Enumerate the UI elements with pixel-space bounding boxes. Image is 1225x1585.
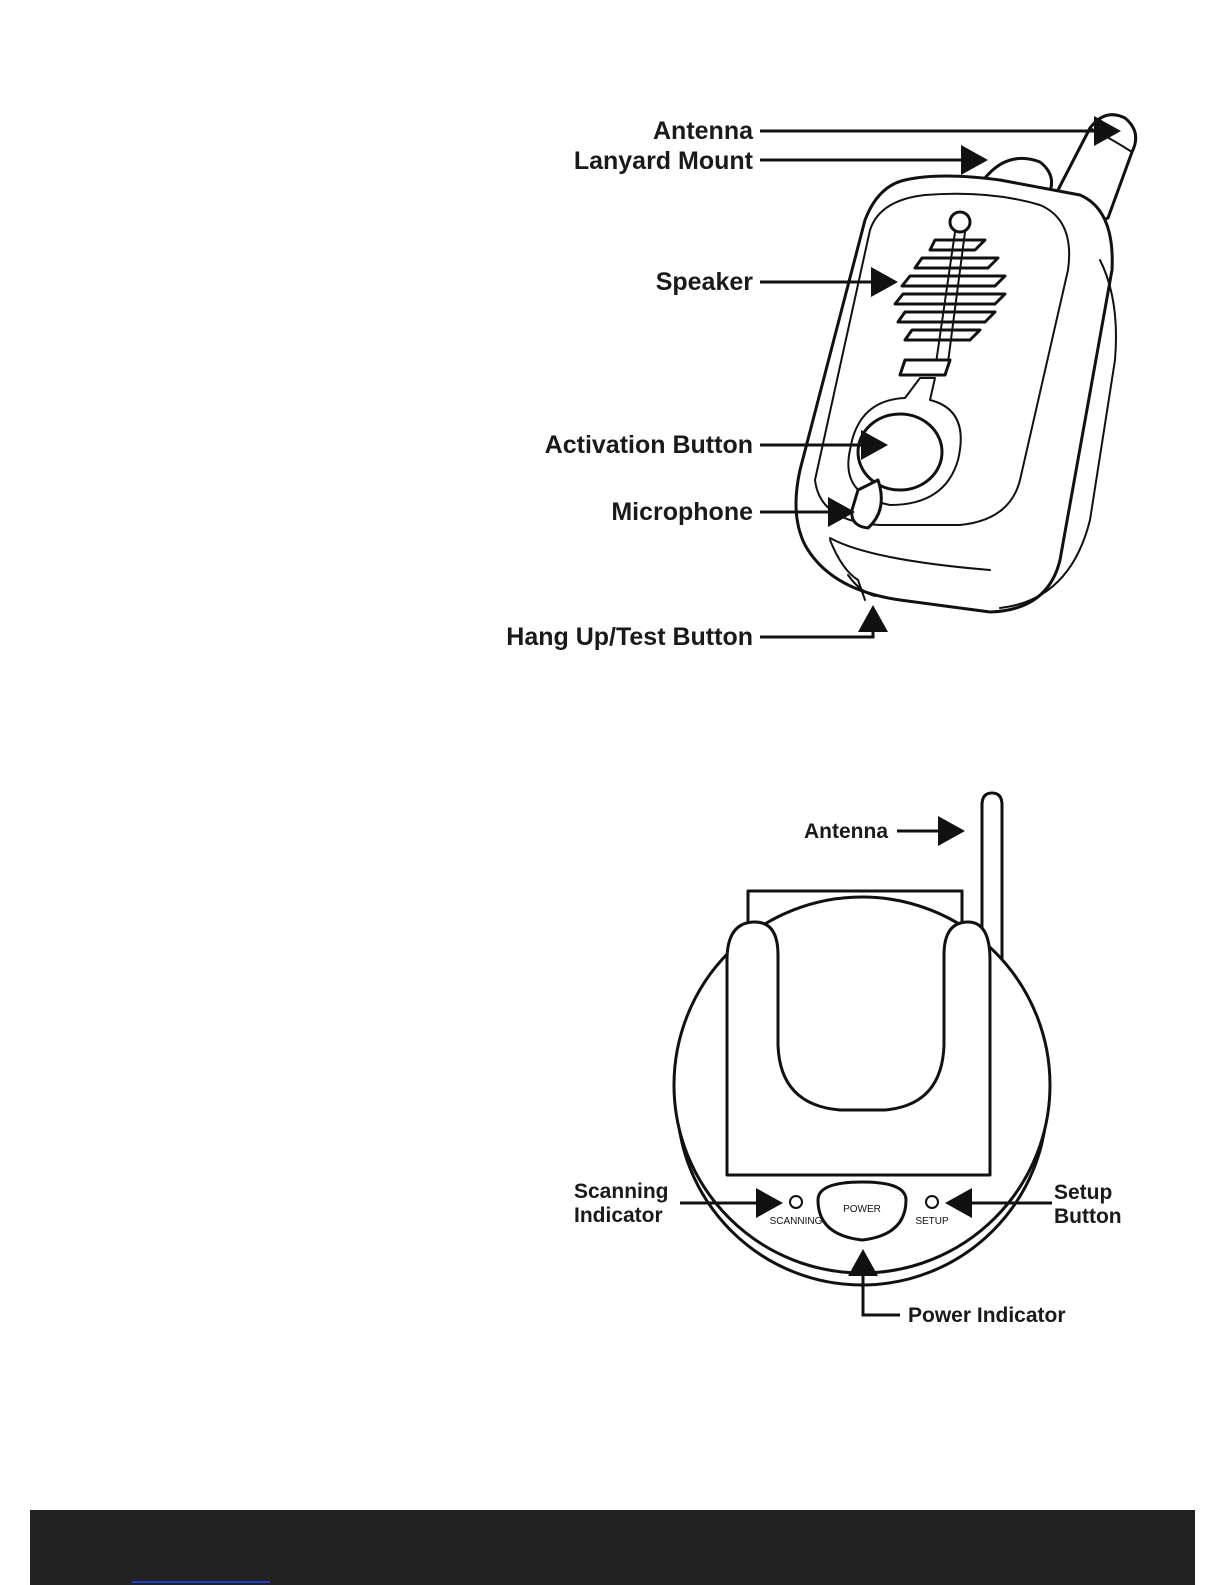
label-power-indicator: Power Indicator: [908, 1304, 1066, 1327]
panel-label-setup: SETUP: [915, 1216, 949, 1227]
footer-bar: [30, 1510, 1195, 1585]
panel-label-power: POWER: [843, 1204, 881, 1215]
label-speaker: Speaker: [656, 268, 754, 296]
label-lanyard-mount: Lanyard Mount: [574, 147, 754, 175]
label-setup-button-line2: Button: [1054, 1205, 1122, 1228]
panel-label-scanning: SCANNING: [770, 1216, 823, 1227]
label-scanning-indicator-line1: Scanning: [574, 1180, 669, 1203]
label-base-antenna: Antenna: [804, 820, 888, 843]
transmitter-illustration: [796, 115, 1136, 612]
footer-link-underline[interactable]: [132, 1581, 270, 1583]
label-hang-up-test-button: Hang Up/Test Button: [506, 623, 753, 651]
label-setup-button-line1: Setup: [1054, 1181, 1112, 1204]
base-unit-illustration: SCANNING POWER SETUP: [674, 793, 1050, 1285]
label-activation-button: Activation Button: [545, 431, 753, 459]
transmitter-labels: Antenna Lanyard Mount Speaker Activation…: [506, 117, 754, 651]
label-scanning-indicator-line2: Indicator: [574, 1204, 663, 1227]
label-microphone: Microphone: [611, 498, 753, 526]
label-antenna: Antenna: [653, 117, 754, 145]
